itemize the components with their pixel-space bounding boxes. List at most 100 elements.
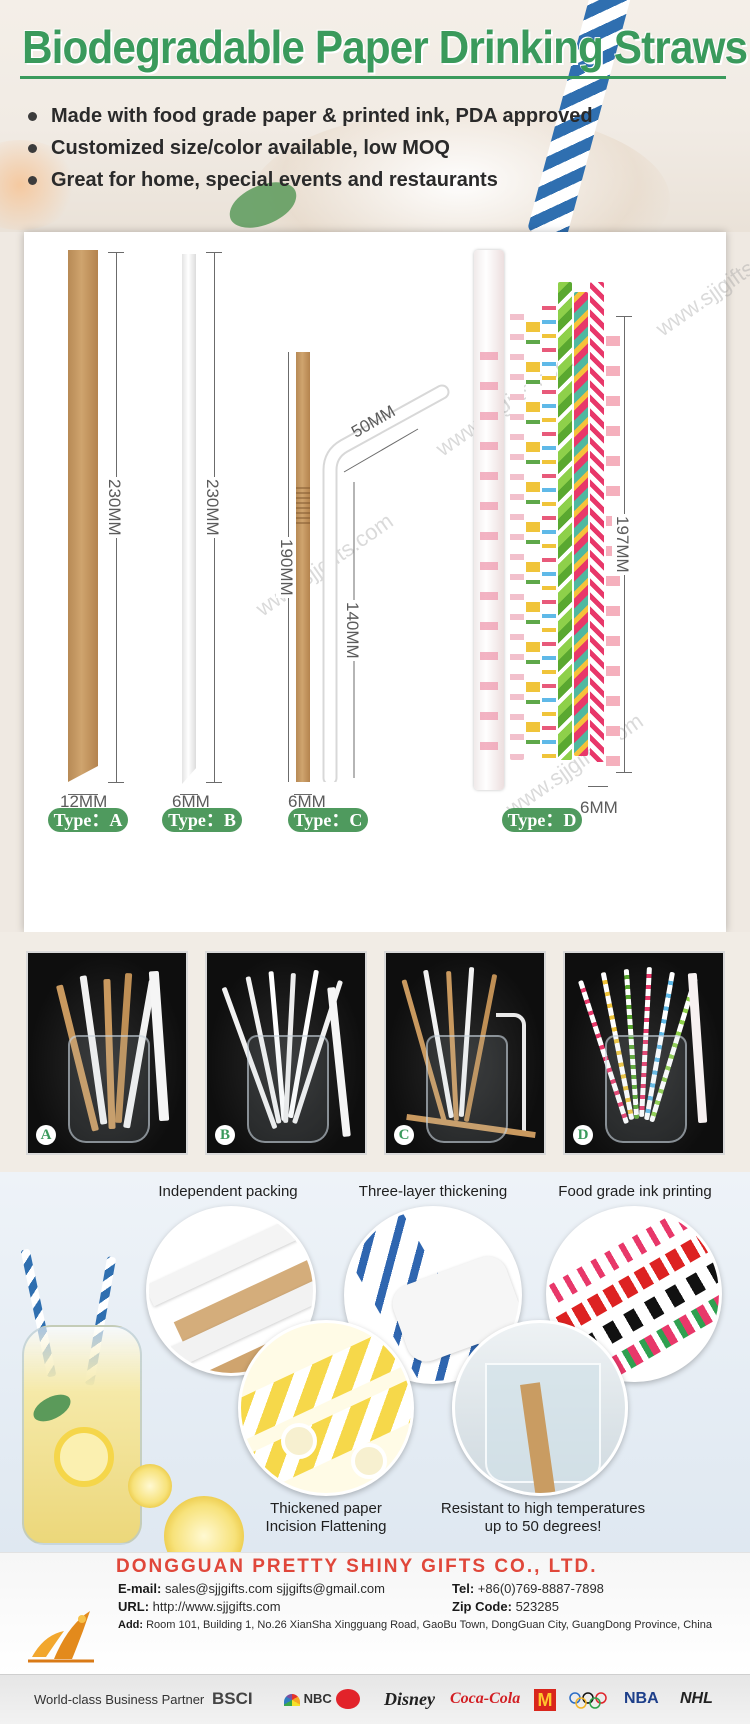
- feature-label-three-layer: Three-layer thickening: [358, 1183, 508, 1200]
- address-value: Room 101, Building 1, No.26 XianSha Xing…: [146, 1619, 712, 1631]
- company-logo-icon: [28, 1611, 94, 1663]
- website-link[interactable]: http://www.sjjgifts.com: [152, 1599, 281, 1614]
- feature-label-food-grade-ink: Food grade ink printing: [558, 1183, 712, 1200]
- nhl-logo: NHL: [680, 1690, 713, 1707]
- bullet-item: Great for home, special events and resta…: [28, 164, 593, 196]
- photo-label: C: [394, 1125, 414, 1145]
- feature-label-thickened-2: Incision Flattening: [265, 1518, 387, 1535]
- type-c-diameter-label: 6MM: [288, 792, 326, 811]
- photo-label: D: [573, 1125, 593, 1145]
- type-d-length-label: 197MM: [612, 514, 632, 575]
- photo-label: A: [36, 1125, 56, 1145]
- tel-value: +86(0)769-8887-7898: [477, 1581, 604, 1596]
- feature-label-resistant-2: up to 50 degrees!: [484, 1518, 602, 1535]
- photo-straw: [327, 986, 351, 1138]
- mcdonalds-logo-icon: M: [534, 1689, 556, 1711]
- email-line: E-mail: sales@sjjgifts.com sjjgifts@gmai…: [118, 1581, 385, 1597]
- lemonade-bottle-image: [22, 1325, 142, 1545]
- olympic-rings-icon: [569, 1692, 607, 1709]
- zip-label: Zip Code:: [452, 1599, 512, 1614]
- pineapple-straw: [526, 304, 540, 760]
- type-b-diameter-label: 6MM: [172, 792, 210, 811]
- bullet-dot-icon: [28, 143, 37, 153]
- dimension-tick: [108, 252, 124, 253]
- type-d-diameter-line: [588, 786, 608, 787]
- dimension-tick: [616, 772, 632, 773]
- bullet-dot-icon: [28, 111, 37, 121]
- page-title: Biodegradable Paper Drinking Straws: [22, 21, 748, 73]
- type-a-diameter-line: [68, 794, 98, 795]
- disney-logo: Disney: [384, 1689, 435, 1709]
- sodexo-logo-icon: [336, 1689, 360, 1709]
- url-label: URL:: [118, 1599, 150, 1614]
- feature-label-resistant-1: Resistant to high temperatures: [440, 1500, 646, 1517]
- address-line: Add: Room 101, Building 1, No.26 XianSha…: [118, 1617, 712, 1633]
- type-c-badge: Type：C: [288, 808, 368, 832]
- heat-resistant-image: [452, 1320, 628, 1496]
- type-c-bend-ribs: [296, 487, 310, 527]
- type-b-badge: Type：B: [162, 808, 242, 832]
- partner-label: World-class Business Partner: [34, 1692, 205, 1707]
- type-b-straw: [182, 254, 196, 784]
- multi-stripe-straw: [574, 292, 588, 756]
- feature-label-independent-packing: Independent packing: [158, 1183, 298, 1200]
- thickened-paper-image: [238, 1320, 414, 1496]
- company-name: DONGGUAN PRETTY SHINY GIFTS CO., LTD.: [116, 1556, 598, 1577]
- url-line: URL: http://www.sjjgifts.com: [118, 1599, 281, 1615]
- dimension-tick: [206, 782, 222, 783]
- zip-line: Zip Code: 523285: [452, 1599, 559, 1615]
- green-stripe-straw: [558, 282, 572, 760]
- feature-bullets: Made with food grade paper & printed ink…: [28, 100, 593, 196]
- email-link[interactable]: sales@sjjgifts.com sjjgifts@gmail.com: [164, 1581, 385, 1596]
- straw-end: [351, 1443, 387, 1479]
- type-d-diameter-label: 6MM: [580, 798, 618, 817]
- email-label: E-mail:: [118, 1581, 162, 1596]
- type-a-length-label: 230MM: [104, 477, 124, 538]
- photo-straw: [687, 972, 708, 1124]
- nbc-logo: NBC: [284, 1687, 332, 1711]
- dimension-tick: [108, 782, 124, 783]
- size-panel: www.sjjgifts.com www.sjjgifts.com www.sj…: [24, 228, 750, 932]
- type-d-badge: Type：D: [502, 808, 582, 832]
- dimension-tick: [616, 316, 632, 317]
- straw-end: [281, 1423, 317, 1459]
- glass-jar: [426, 1035, 508, 1143]
- nbc-text: NBC: [303, 1691, 332, 1706]
- wrapper-pattern: [480, 330, 498, 770]
- glass-jar: [605, 1035, 687, 1143]
- flamingo-straw: [510, 300, 524, 760]
- photo-label: B: [215, 1125, 235, 1145]
- address-label: Add:: [118, 1619, 144, 1631]
- bent-straw: [496, 1013, 526, 1133]
- bsci-logo: BSCI: [212, 1689, 253, 1708]
- dimension-tick: [206, 252, 222, 253]
- type-c-kraft-straw: [296, 352, 310, 782]
- title-underline: [20, 76, 726, 79]
- photo-type-b: B: [205, 951, 367, 1155]
- glass-jar: [247, 1035, 329, 1143]
- type-a-straw: [68, 250, 98, 782]
- partner-bar: World-class Business Partner BSCI NBC Di…: [0, 1674, 750, 1724]
- header-banner: Biodegradable Paper Drinking Straws Made…: [0, 0, 750, 232]
- type-c-bendy-straw: [322, 384, 450, 782]
- bullet-item: Customized size/color available, low MOQ: [28, 132, 593, 164]
- type-b-diameter-line: [180, 794, 198, 795]
- company-info: DONGGUAN PRETTY SHINY GIFTS CO., LTD. E-…: [0, 1552, 750, 1674]
- photo-type-d: D: [563, 951, 725, 1155]
- type-b-length-label: 230MM: [202, 477, 222, 538]
- lemon-image: [128, 1464, 172, 1508]
- type-c-length-label: 190MM: [276, 537, 296, 598]
- tel-line: Tel: +86(0)769-8887-7898: [452, 1581, 604, 1597]
- type-d-wrapped-straw: [474, 250, 504, 790]
- polka-dot-straw: [542, 296, 556, 760]
- type-c-straight-label: 140MM: [342, 600, 362, 661]
- type-a-diameter-label: 12MM: [60, 792, 108, 811]
- photo-straw: [148, 970, 170, 1122]
- type-c-diameter-line: [294, 794, 312, 795]
- lemon-slice: [54, 1427, 114, 1487]
- bullet-item: Made with food grade paper & printed ink…: [28, 100, 593, 132]
- feature-label-thickened-1: Thickened paper: [270, 1500, 382, 1517]
- pink-chevron-straw: [590, 282, 604, 762]
- tel-label: Tel:: [452, 1581, 475, 1596]
- bullet-dot-icon: [28, 175, 37, 185]
